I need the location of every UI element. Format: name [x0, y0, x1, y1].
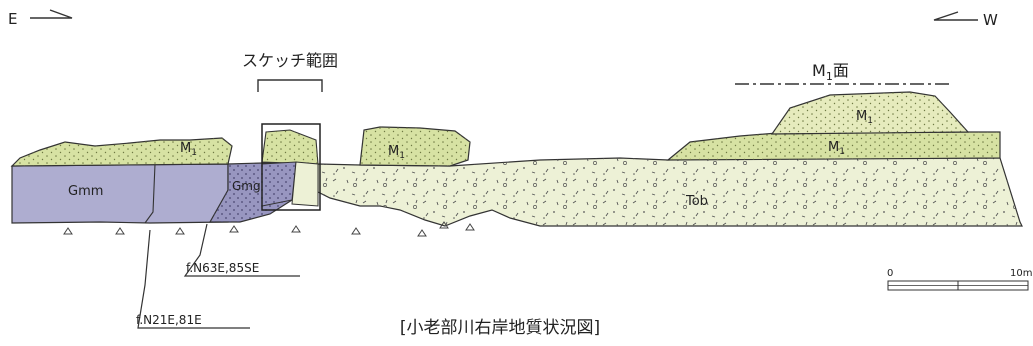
m1-middle-unit [359, 126, 471, 167]
sample-triangle-icon [417, 229, 427, 237]
scale-bar-end-label: 10m [1010, 268, 1032, 279]
fault-n21e-leader [137, 229, 250, 329]
tob-unit [317, 157, 1023, 227]
sketch-range-label: スケッチ範囲 [242, 51, 338, 70]
sketch-range-bracket [257, 79, 323, 92]
east-orientation-marker: E [8, 9, 73, 28]
sample-point-markers [63, 221, 475, 237]
east-arrow-icon [30, 9, 73, 19]
east-label: E [8, 10, 17, 28]
m1-left-label: M1 [180, 141, 197, 158]
figure-caption: [小老部川右岸地質状況図] [400, 318, 600, 338]
sample-triangle-icon [291, 225, 301, 233]
gmm-label: Gmm [68, 184, 103, 199]
gmg-label: Gmg [232, 179, 261, 193]
sample-triangle-icon [351, 227, 361, 235]
fault-line-n21e [144, 163, 156, 224]
west-label: W [983, 11, 998, 29]
sample-triangle-icon [115, 227, 125, 235]
tob-label: Tob [685, 194, 708, 209]
scale-bar: 0 10m [887, 268, 1032, 291]
sketch-area-section [261, 123, 321, 211]
m1-right-lower-label: M1 [828, 140, 845, 157]
fault-n63e-label: f.N63E,85SE [186, 261, 259, 275]
fault-n21e-label: f.N21E,81E [136, 313, 202, 327]
m1-middle-label: M1 [388, 144, 405, 161]
sketch-range-box [261, 123, 321, 211]
sample-triangle-icon [465, 223, 475, 231]
scale-bar-start-label: 0 [887, 268, 893, 279]
m1-right-unit [666, 91, 1001, 161]
m1-left-unit [10, 137, 233, 167]
sample-triangle-icon [175, 227, 185, 235]
sample-triangle-icon [63, 227, 73, 235]
sample-triangle-icon [229, 225, 239, 233]
fault-n63e-leader [183, 223, 300, 277]
west-orientation-marker: W [933, 11, 998, 29]
sample-triangle-icon [439, 221, 449, 229]
m1-right-upper-label: M1 [856, 109, 873, 126]
west-arrow-icon [933, 11, 978, 21]
gmm-unit [11, 163, 229, 224]
m1-surface-label: M1面 [812, 61, 849, 83]
